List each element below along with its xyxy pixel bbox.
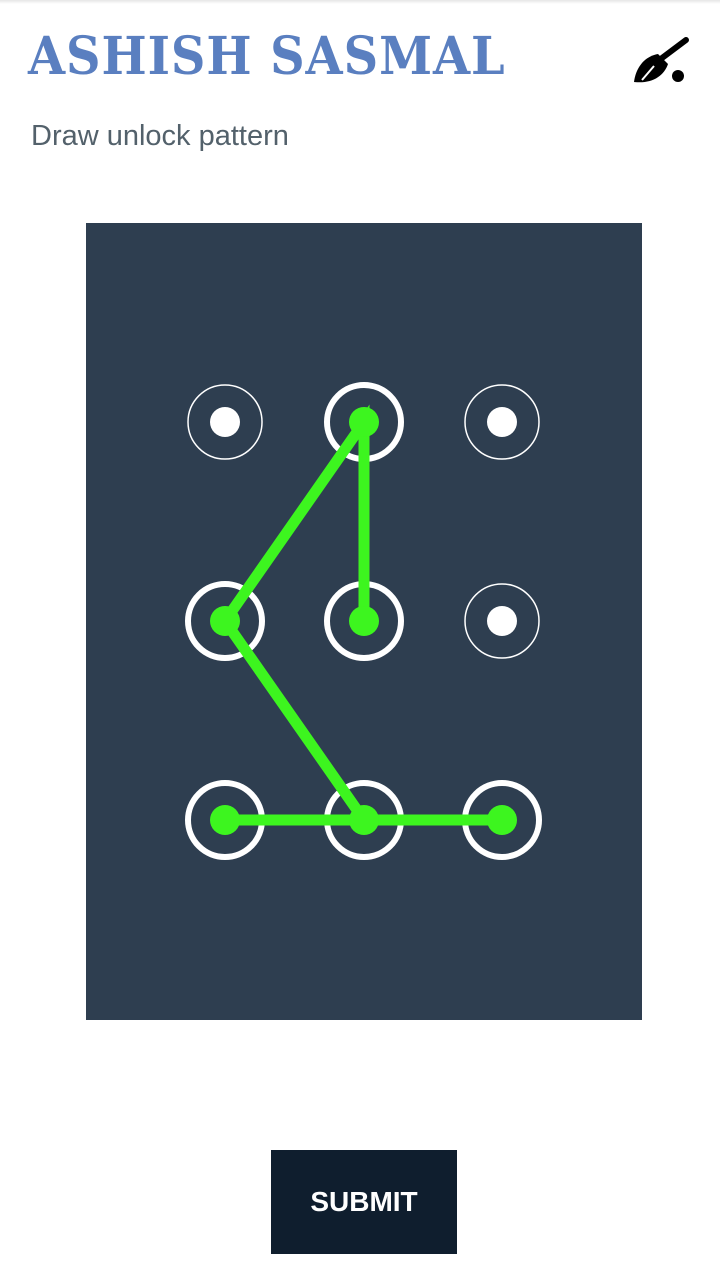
pattern-node-dot-9[interactable]	[487, 805, 517, 835]
status-divider	[0, 0, 720, 4]
pattern-node-dot-8[interactable]	[349, 805, 379, 835]
pattern-node-ring-1[interactable]	[187, 384, 263, 460]
pattern-node-dot-7[interactable]	[210, 805, 240, 835]
pattern-node-dot-6[interactable]	[487, 606, 517, 636]
pattern-node-ring-6[interactable]	[464, 583, 540, 659]
broom-icon	[634, 37, 689, 83]
pattern-node-dot-2[interactable]	[349, 407, 379, 437]
pattern-node-dot-4[interactable]	[210, 606, 240, 636]
submit-button[interactable]: SUBMIT	[271, 1150, 457, 1254]
pattern-node-dot-5[interactable]	[349, 606, 379, 636]
pattern-path-line	[218, 404, 502, 826]
clear-pattern-button[interactable]	[628, 36, 692, 88]
pattern-grid[interactable]	[86, 223, 642, 1020]
app-title: ASHISH SASMAL	[28, 26, 506, 87]
pattern-node-dot-3[interactable]	[487, 407, 517, 437]
instruction-text: Draw unlock pattern	[31, 120, 289, 152]
pattern-node-ring-4[interactable]	[185, 581, 265, 661]
pattern-canvas[interactable]	[86, 223, 642, 1020]
pattern-node-dot-1[interactable]	[210, 407, 240, 437]
pattern-node-ring-3[interactable]	[464, 384, 540, 460]
